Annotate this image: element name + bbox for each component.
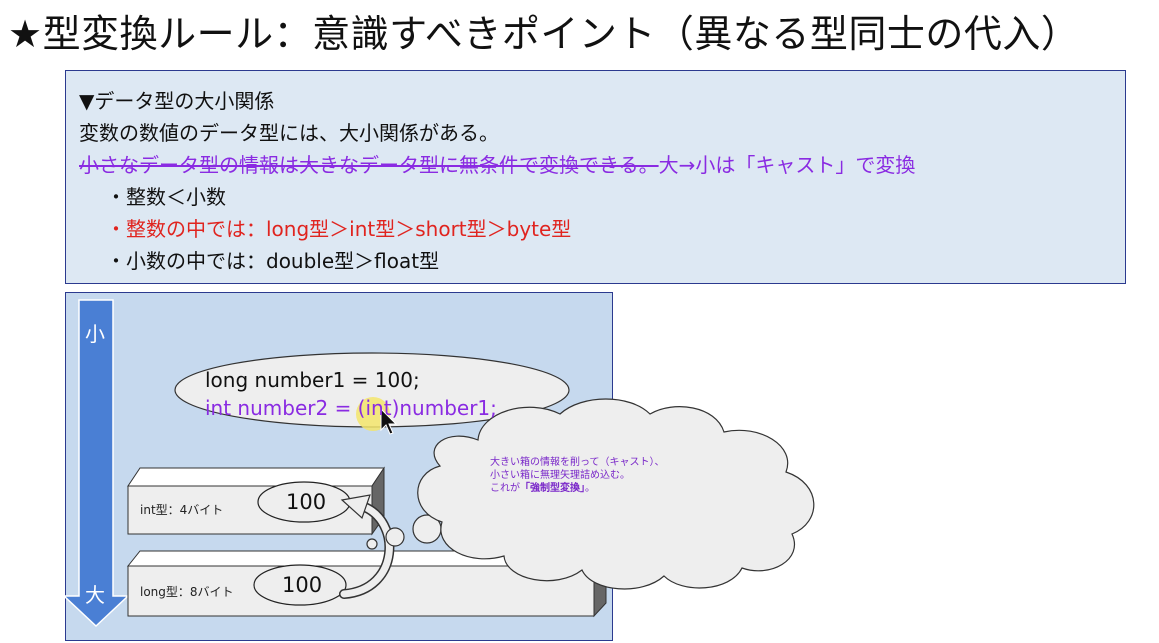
arrow-label-large: 大 bbox=[85, 583, 105, 607]
cloud-text: 大きい箱の情報を削って（キャスト）、 小さい箱に無理矢理詰め込む。 これが「強制… bbox=[490, 456, 750, 495]
info-line1: 変数の数値のデータ型には、大小関係がある。 bbox=[79, 121, 499, 145]
cloud-line3: これが「強制型変換」。 bbox=[490, 482, 750, 495]
bullet-integer-vs-decimal: ・整数＜小数 bbox=[106, 185, 226, 209]
bullet-integer-order: ・整数の中では：long型＞int型＞short型＞byte型 bbox=[106, 217, 572, 241]
int-box-label: int型：4バイト bbox=[140, 503, 224, 517]
slide-title: ★型変換ルール：意識すべきポイント（異なる型同士の代入） bbox=[8, 12, 1080, 56]
info-panel: ▼データ型の大小関係 変数の数値のデータ型には、大小関係がある。 小さなデータ型… bbox=[65, 70, 1126, 284]
bullet-decimal-order: ・小数の中では：double型＞float型 bbox=[106, 249, 440, 273]
code-line-long: long number1 = 100; bbox=[205, 368, 420, 392]
info-heading: ▼データ型の大小関係 bbox=[79, 89, 275, 113]
cloud-line1: 大きい箱の情報を削って（キャスト）、 bbox=[490, 457, 665, 468]
long-box-label: long型：8バイト bbox=[140, 585, 234, 599]
cloud-line2: 小さい箱に無理矢理詰め込む。 bbox=[490, 470, 630, 481]
struck-text: 小さなデータ型の情報は大きなデータ型に無条件で変換できる。 bbox=[79, 153, 659, 177]
int-value: 100 bbox=[286, 490, 327, 514]
arrow-label-small: 小 bbox=[85, 322, 105, 346]
cloud-line3-post: 。 bbox=[585, 483, 595, 494]
cloud-line3-pre: これが bbox=[490, 483, 520, 494]
code-line-int-cast: int number2 = (int)number1; bbox=[205, 396, 497, 420]
long-value: 100 bbox=[282, 573, 323, 597]
cast-note: 大→小は「キャスト」で変換 bbox=[658, 153, 916, 177]
cloud-line3-bold: 「強制型変換」 bbox=[520, 483, 585, 494]
info-line-cast: 小さなデータ型の情報は大きなデータ型に無条件で変換できる。大→小は「キャスト」で… bbox=[79, 149, 915, 178]
